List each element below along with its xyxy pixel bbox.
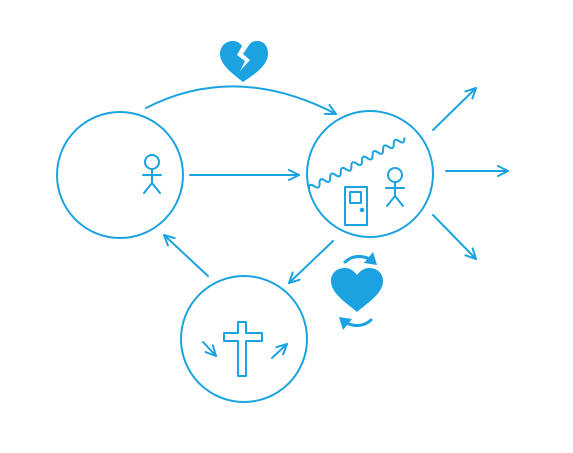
arrow-in-icon bbox=[202, 341, 217, 357]
broken-heart-icon bbox=[220, 41, 268, 82]
node-enclosed bbox=[306, 110, 434, 238]
person-icon bbox=[142, 154, 162, 194]
outgoing-arrow-down-right bbox=[432, 214, 477, 260]
edge-faith-to-start bbox=[163, 234, 209, 277]
node-faith bbox=[180, 275, 308, 403]
edge-start-to-enclosed-curved bbox=[145, 85, 337, 115]
heart-refresh-icon bbox=[331, 252, 383, 330]
edge-enclosed-to-faith bbox=[288, 240, 334, 284]
wavy-wall-icon bbox=[307, 137, 406, 190]
person-icon bbox=[385, 167, 405, 207]
arrow-out-icon bbox=[271, 343, 288, 359]
node-start bbox=[56, 111, 184, 239]
outgoing-arrow-up-right bbox=[432, 87, 477, 131]
door-icon bbox=[344, 186, 368, 226]
cross-icon bbox=[223, 321, 263, 377]
